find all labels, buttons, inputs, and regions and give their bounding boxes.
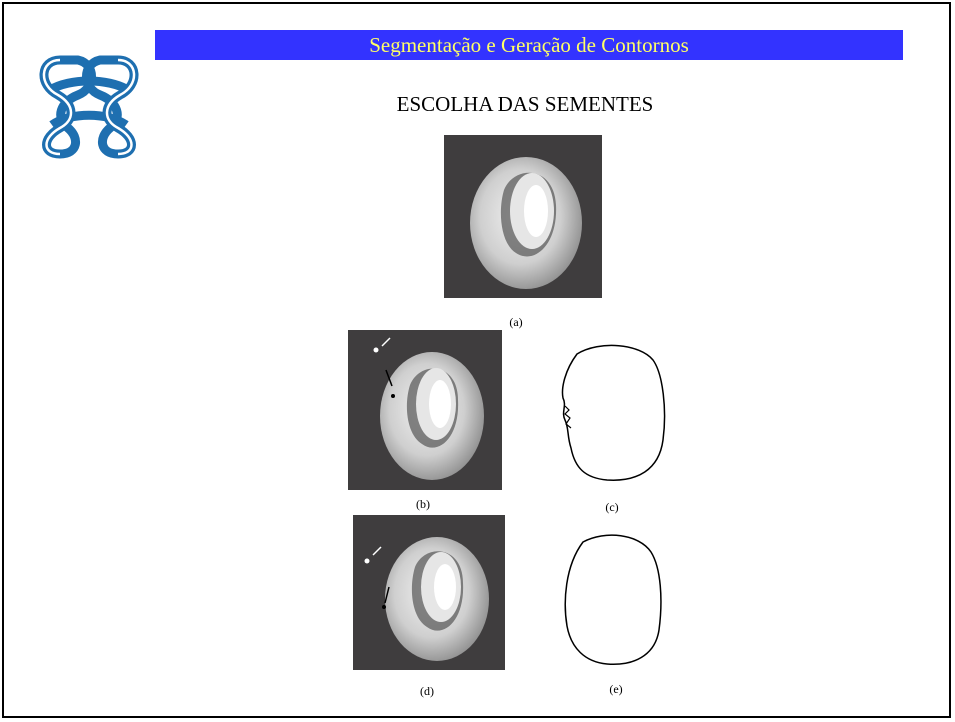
figure-c-contour	[545, 340, 675, 490]
figure-e-caption: (e)	[609, 682, 623, 696]
figure-b-caption: (b)	[416, 497, 430, 511]
figure-e-contour	[555, 530, 675, 670]
slide-subtitle: ESCOLHA DAS SEMENTES	[396, 92, 654, 116]
slide-title: Segmentação e Geração de Contornos	[369, 32, 689, 57]
figure-c-caption: (c)	[605, 500, 619, 514]
figure-d-caption: (d)	[420, 684, 434, 698]
figure-d-image	[353, 515, 505, 670]
university-logo-icon	[30, 50, 148, 160]
figure-b-image	[348, 330, 502, 490]
slide-title-bar: Segmentação e Geração de Contornos	[155, 30, 903, 60]
figure-a-caption: (a)	[509, 315, 523, 329]
figure-a-image	[444, 135, 602, 298]
